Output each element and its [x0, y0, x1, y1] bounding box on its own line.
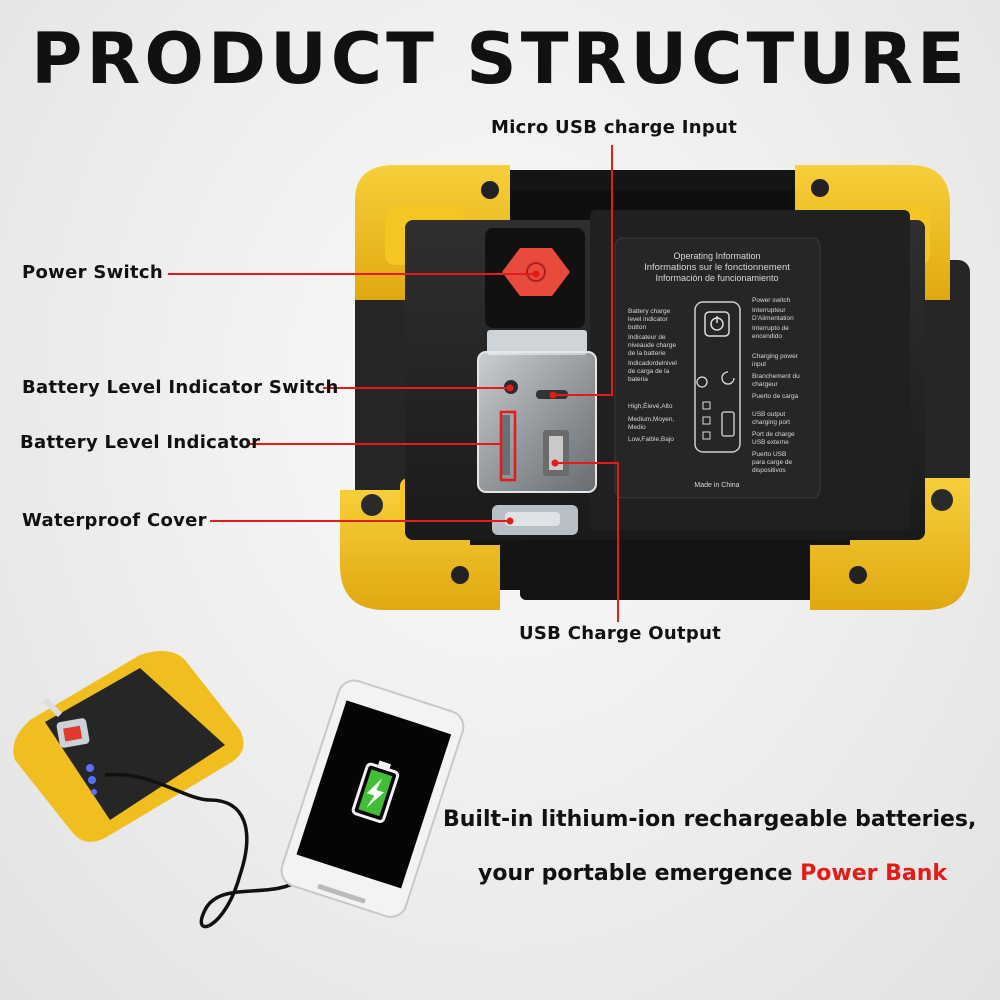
- panel-left-label: Battery charge level indicator button In…: [628, 308, 677, 383]
- tagline-prefix: your portable emergence: [478, 861, 793, 886]
- page-title: PRODUCT STRUCTURE: [31, 18, 969, 100]
- svg-text:niveaude charge: niveaude charge: [628, 342, 676, 349]
- svg-text:Indicateur de: Indicateur de: [628, 334, 666, 341]
- callout-battery-indicator: Battery Level Indicator: [20, 432, 261, 453]
- tagline-line-1: Built-in lithium-ion rechargeable batter…: [443, 807, 977, 832]
- callout-lines: [168, 145, 619, 622]
- svg-text:Indicadordelnivel: Indicadordelnivel: [628, 360, 677, 367]
- svg-text:para carge de: para carge de: [752, 459, 792, 466]
- svg-text:Puerto USB: Puerto USB: [752, 451, 786, 458]
- svg-text:Branchement du: Branchement du: [752, 373, 800, 380]
- panel-usb-out: USB output charging port Port de charge …: [752, 411, 795, 474]
- svg-text:Charging power: Charging power: [752, 353, 799, 360]
- svg-text:USB externe: USB externe: [752, 439, 789, 446]
- svg-text:de carga de la: de carga de la: [628, 368, 670, 375]
- svg-text:Interrupteur: Interrupteur: [752, 307, 786, 314]
- svg-text:Puerto de carga: Puerto de carga: [752, 393, 799, 400]
- panel-made-in: Made in China: [694, 482, 739, 489]
- callout-micro-usb: Micro USB charge Input: [491, 117, 738, 138]
- panel-heading-3: Información de funcionamiento: [655, 273, 778, 283]
- panel-levels: High,Élevé,Alto Medium,Moyen, Medio Low,…: [628, 401, 674, 443]
- svg-text:High,Élevé,Alto: High,Élevé,Alto: [628, 401, 673, 410]
- panel-charging: Charging power input Branchement du char…: [752, 353, 800, 400]
- svg-text:Battery charge: Battery charge: [628, 308, 671, 315]
- battery-indicator-highlight: [499, 410, 517, 482]
- svg-text:Medio: Medio: [628, 424, 646, 431]
- operating-info-panel: [614, 237, 821, 499]
- svg-text:dispositivos: dispositivos: [752, 467, 786, 474]
- svg-text:button: button: [628, 324, 646, 331]
- callout-waterproof-cover: Waterproof Cover: [22, 510, 207, 531]
- svg-text:Power switch: Power switch: [752, 297, 791, 304]
- power-switch: [485, 228, 585, 328]
- svg-text:D'Alimentation: D'Alimentation: [752, 315, 794, 322]
- svg-text:Interrupto de: Interrupto de: [752, 325, 789, 332]
- svg-text:chargeur: chargeur: [752, 381, 778, 388]
- small-light-photo: [13, 651, 244, 842]
- smartphone: [280, 679, 465, 918]
- svg-text:bateria: bateria: [628, 376, 648, 383]
- svg-text:Medium,Moyen,: Medium,Moyen,: [628, 416, 674, 423]
- callout-usb-output: USB Charge Output: [519, 623, 722, 644]
- svg-text:level indicator: level indicator: [628, 316, 669, 323]
- svg-text:USB output: USB output: [752, 411, 785, 418]
- panel-power: Power switch Interrupteur D'Alimentation…: [752, 297, 794, 340]
- svg-text:input: input: [752, 361, 766, 368]
- svg-text:encendido: encendido: [752, 333, 782, 340]
- tagline-accent: Power Bank: [800, 861, 948, 886]
- panel-heading-1: Operating Information: [673, 251, 760, 261]
- tagline-line-2: your portable emergence Power Bank: [478, 861, 947, 886]
- svg-text:Port de charge: Port de charge: [752, 431, 795, 438]
- callout-battery-switch: Battery Level Indicator Switch: [22, 377, 339, 398]
- svg-text:Low,Faible,Bajo: Low,Faible,Bajo: [628, 436, 674, 443]
- svg-text:de la batterie: de la batterie: [628, 350, 666, 357]
- callout-power-switch: Power Switch: [22, 262, 163, 283]
- callout-dots: [506, 270, 559, 525]
- svg-text:charging port: charging port: [752, 419, 790, 426]
- panel-heading-2: Informations sur le fonctionnement: [644, 262, 790, 273]
